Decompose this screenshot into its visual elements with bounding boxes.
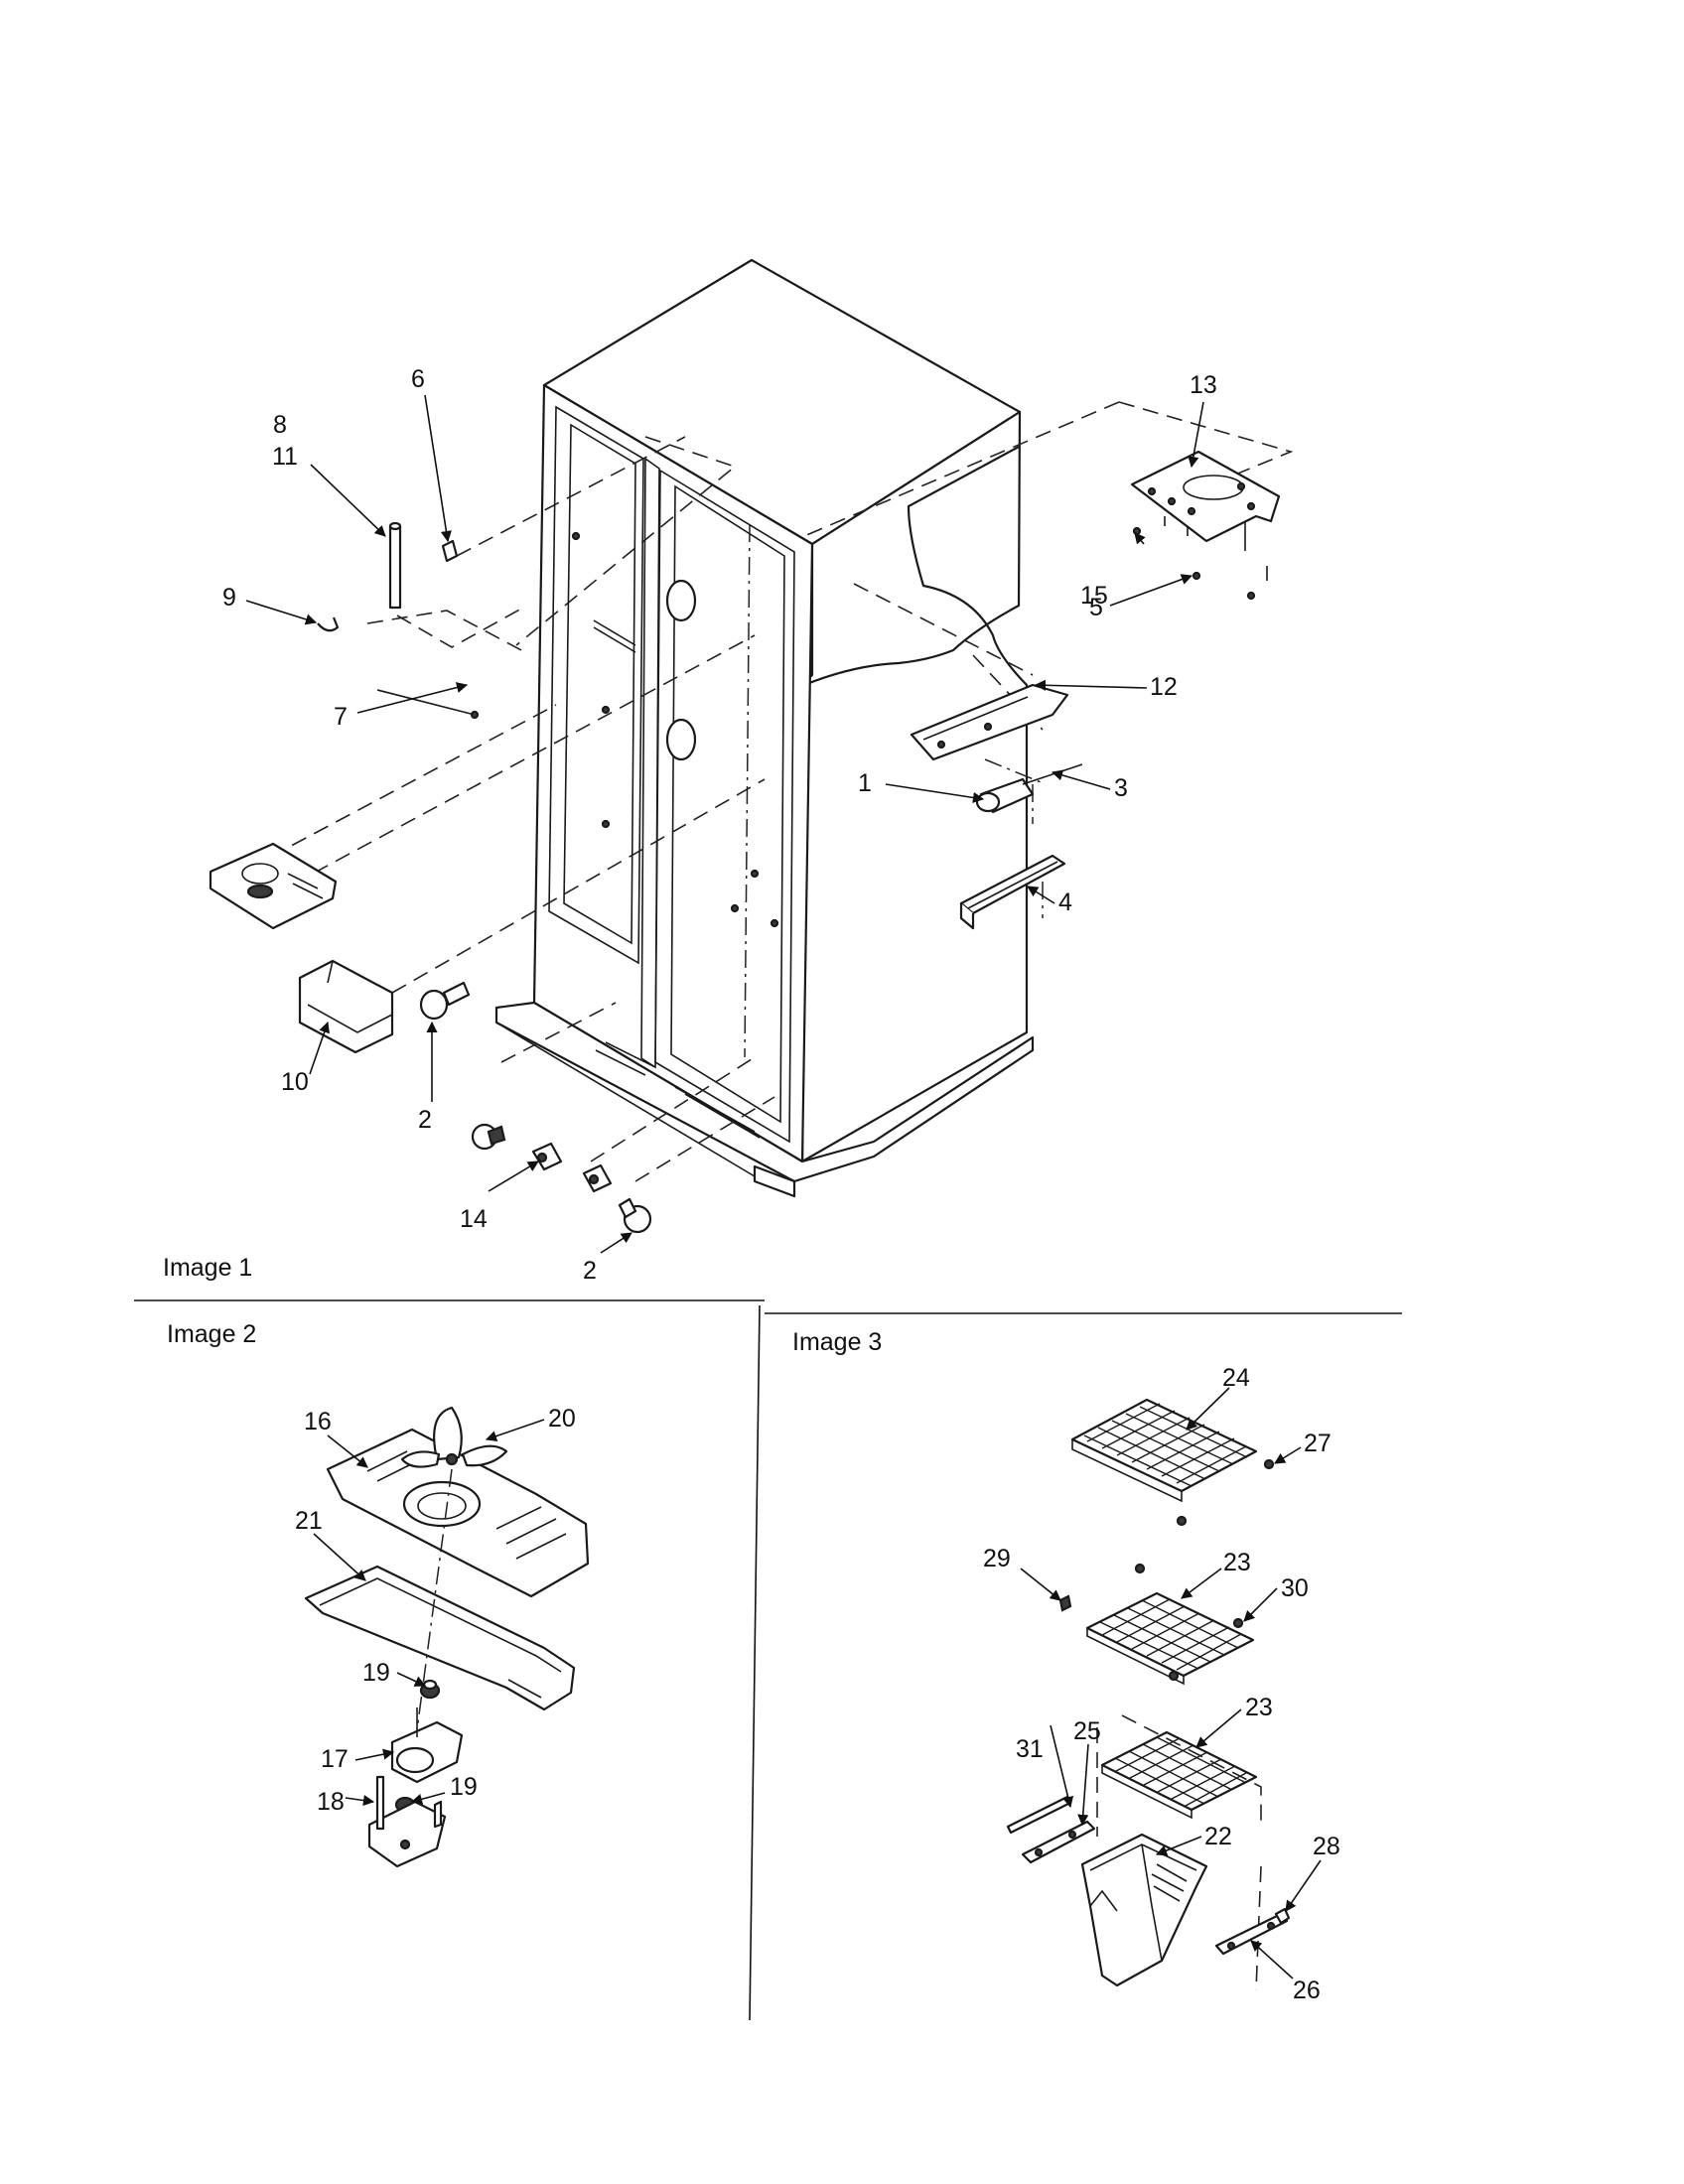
part-23-screw	[1134, 1563, 1146, 1574]
part-16-fan-bracket	[326, 1428, 590, 1598]
section-label-image2: Image 2	[167, 1320, 256, 1348]
callout-18: 18	[317, 1788, 345, 1816]
part-4-channel	[959, 854, 1066, 930]
part-22-crisper-bin	[1080, 1833, 1208, 1987]
part-28-cap	[1274, 1907, 1291, 1925]
callout-7: 7	[334, 703, 348, 731]
callout-3: 3	[1114, 774, 1128, 802]
callout-16: 16	[304, 1408, 332, 1435]
part-19-grommet-upper	[419, 1679, 441, 1700]
callout-8: 8	[273, 411, 287, 439]
callout-2-upper: 2	[418, 1106, 432, 1134]
part-25-slide	[1021, 1820, 1096, 1864]
leader-lines	[245, 394, 1322, 1979]
part-23-wire-shelf-lower	[1100, 1730, 1258, 1820]
callout-9: 9	[222, 584, 236, 612]
part-23-wire-shelf-upper	[1085, 1591, 1255, 1686]
callout-21: 21	[295, 1507, 323, 1535]
callout-31: 31	[1016, 1735, 1044, 1763]
part-24-wire-shelf	[1070, 1398, 1258, 1527]
part-14-socket-2	[582, 1163, 613, 1193]
callout-2-lower: 2	[583, 1257, 597, 1285]
part-30-screw	[1232, 1617, 1244, 1629]
part-6-clip	[441, 539, 459, 563]
callout-10: 10	[281, 1068, 309, 1096]
callout-30: 30	[1281, 1574, 1309, 1602]
part-7-heater	[366, 610, 522, 720]
control-board	[209, 842, 338, 930]
part-23-screw-2	[1168, 1670, 1180, 1682]
part-8-tube	[388, 521, 402, 610]
refrigerator-cabinet	[494, 258, 1035, 1198]
assembly-lines-image1	[247, 401, 1294, 1182]
callout-27: 27	[1304, 1430, 1332, 1457]
callout-22: 22	[1204, 1823, 1232, 1850]
callout-20: 20	[548, 1405, 576, 1433]
callout-1: 1	[858, 769, 872, 797]
section-label-image3: Image 3	[792, 1328, 882, 1356]
callout-28: 28	[1313, 1833, 1340, 1860]
callout-19-lower: 19	[450, 1773, 478, 1801]
part-31-rod	[1006, 1795, 1072, 1835]
part-20-fan-blade	[400, 1406, 508, 1468]
part-2-bulb-upper	[419, 981, 471, 1021]
part-9-clip	[317, 616, 340, 632]
part-14-socket	[531, 1142, 563, 1171]
callout-4: 4	[1058, 888, 1072, 916]
part-18-motor-bracket	[367, 1775, 447, 1868]
section-label-image1: Image 1	[163, 1254, 252, 1282]
part-26-slide	[1214, 1912, 1289, 1956]
callout-19-upper: 19	[362, 1659, 390, 1687]
part-21-gasket	[304, 1565, 576, 1711]
fan-axis-line	[411, 1468, 453, 1768]
callout-23-upper: 23	[1223, 1549, 1251, 1576]
callout-24: 24	[1222, 1364, 1250, 1392]
part-13-bracket	[1130, 450, 1281, 601]
part-2-bulb-left	[471, 1123, 506, 1151]
divider-vertical	[749, 1304, 761, 2021]
callout-13: 13	[1190, 371, 1217, 399]
callout-29: 29	[983, 1545, 1011, 1572]
part-12-bracket	[910, 683, 1069, 761]
callout-11: 11	[272, 443, 298, 471]
callout-15: 15	[1080, 582, 1108, 610]
part-10-light-cover	[298, 959, 394, 1054]
callout-26: 26	[1293, 1977, 1321, 2004]
part-17-fan-motor	[390, 1707, 464, 1784]
callout-17: 17	[321, 1745, 349, 1773]
callout-12: 12	[1150, 673, 1178, 701]
callout-6: 6	[411, 365, 425, 393]
callout-23-lower: 23	[1245, 1694, 1273, 1721]
part-29-stop	[1058, 1594, 1072, 1612]
callout-14: 14	[460, 1205, 488, 1233]
callout-5: 5	[1089, 594, 1103, 621]
part-27-screw	[1263, 1458, 1275, 1470]
callout-25: 25	[1073, 1717, 1101, 1745]
part-2-bulb-lower	[618, 1197, 652, 1234]
